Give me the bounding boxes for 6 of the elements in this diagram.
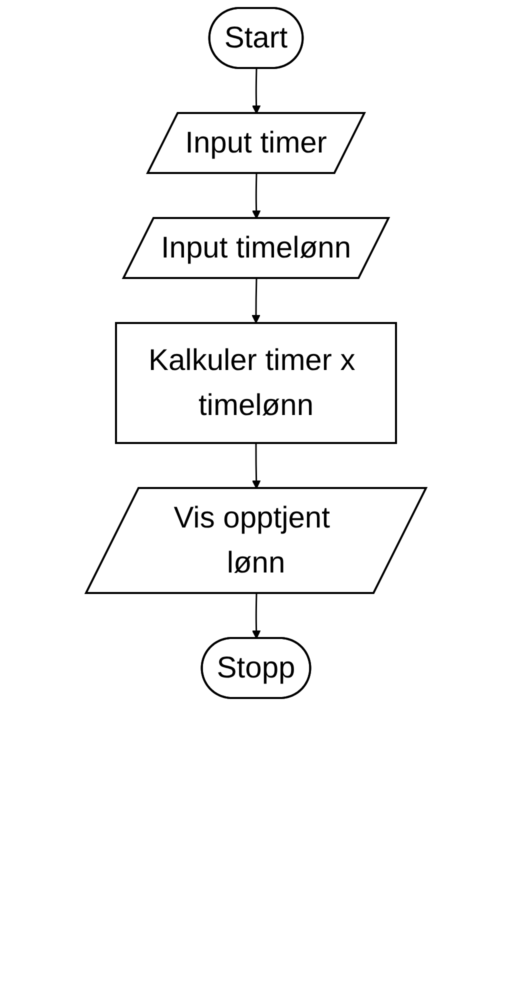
arrow	[252, 593, 261, 639]
arrow	[252, 173, 261, 219]
node-box: Kalkuler timer x timelønn	[115, 322, 397, 444]
arrow	[252, 68, 261, 114]
arrow	[252, 278, 260, 324]
arrow	[252, 443, 261, 489]
